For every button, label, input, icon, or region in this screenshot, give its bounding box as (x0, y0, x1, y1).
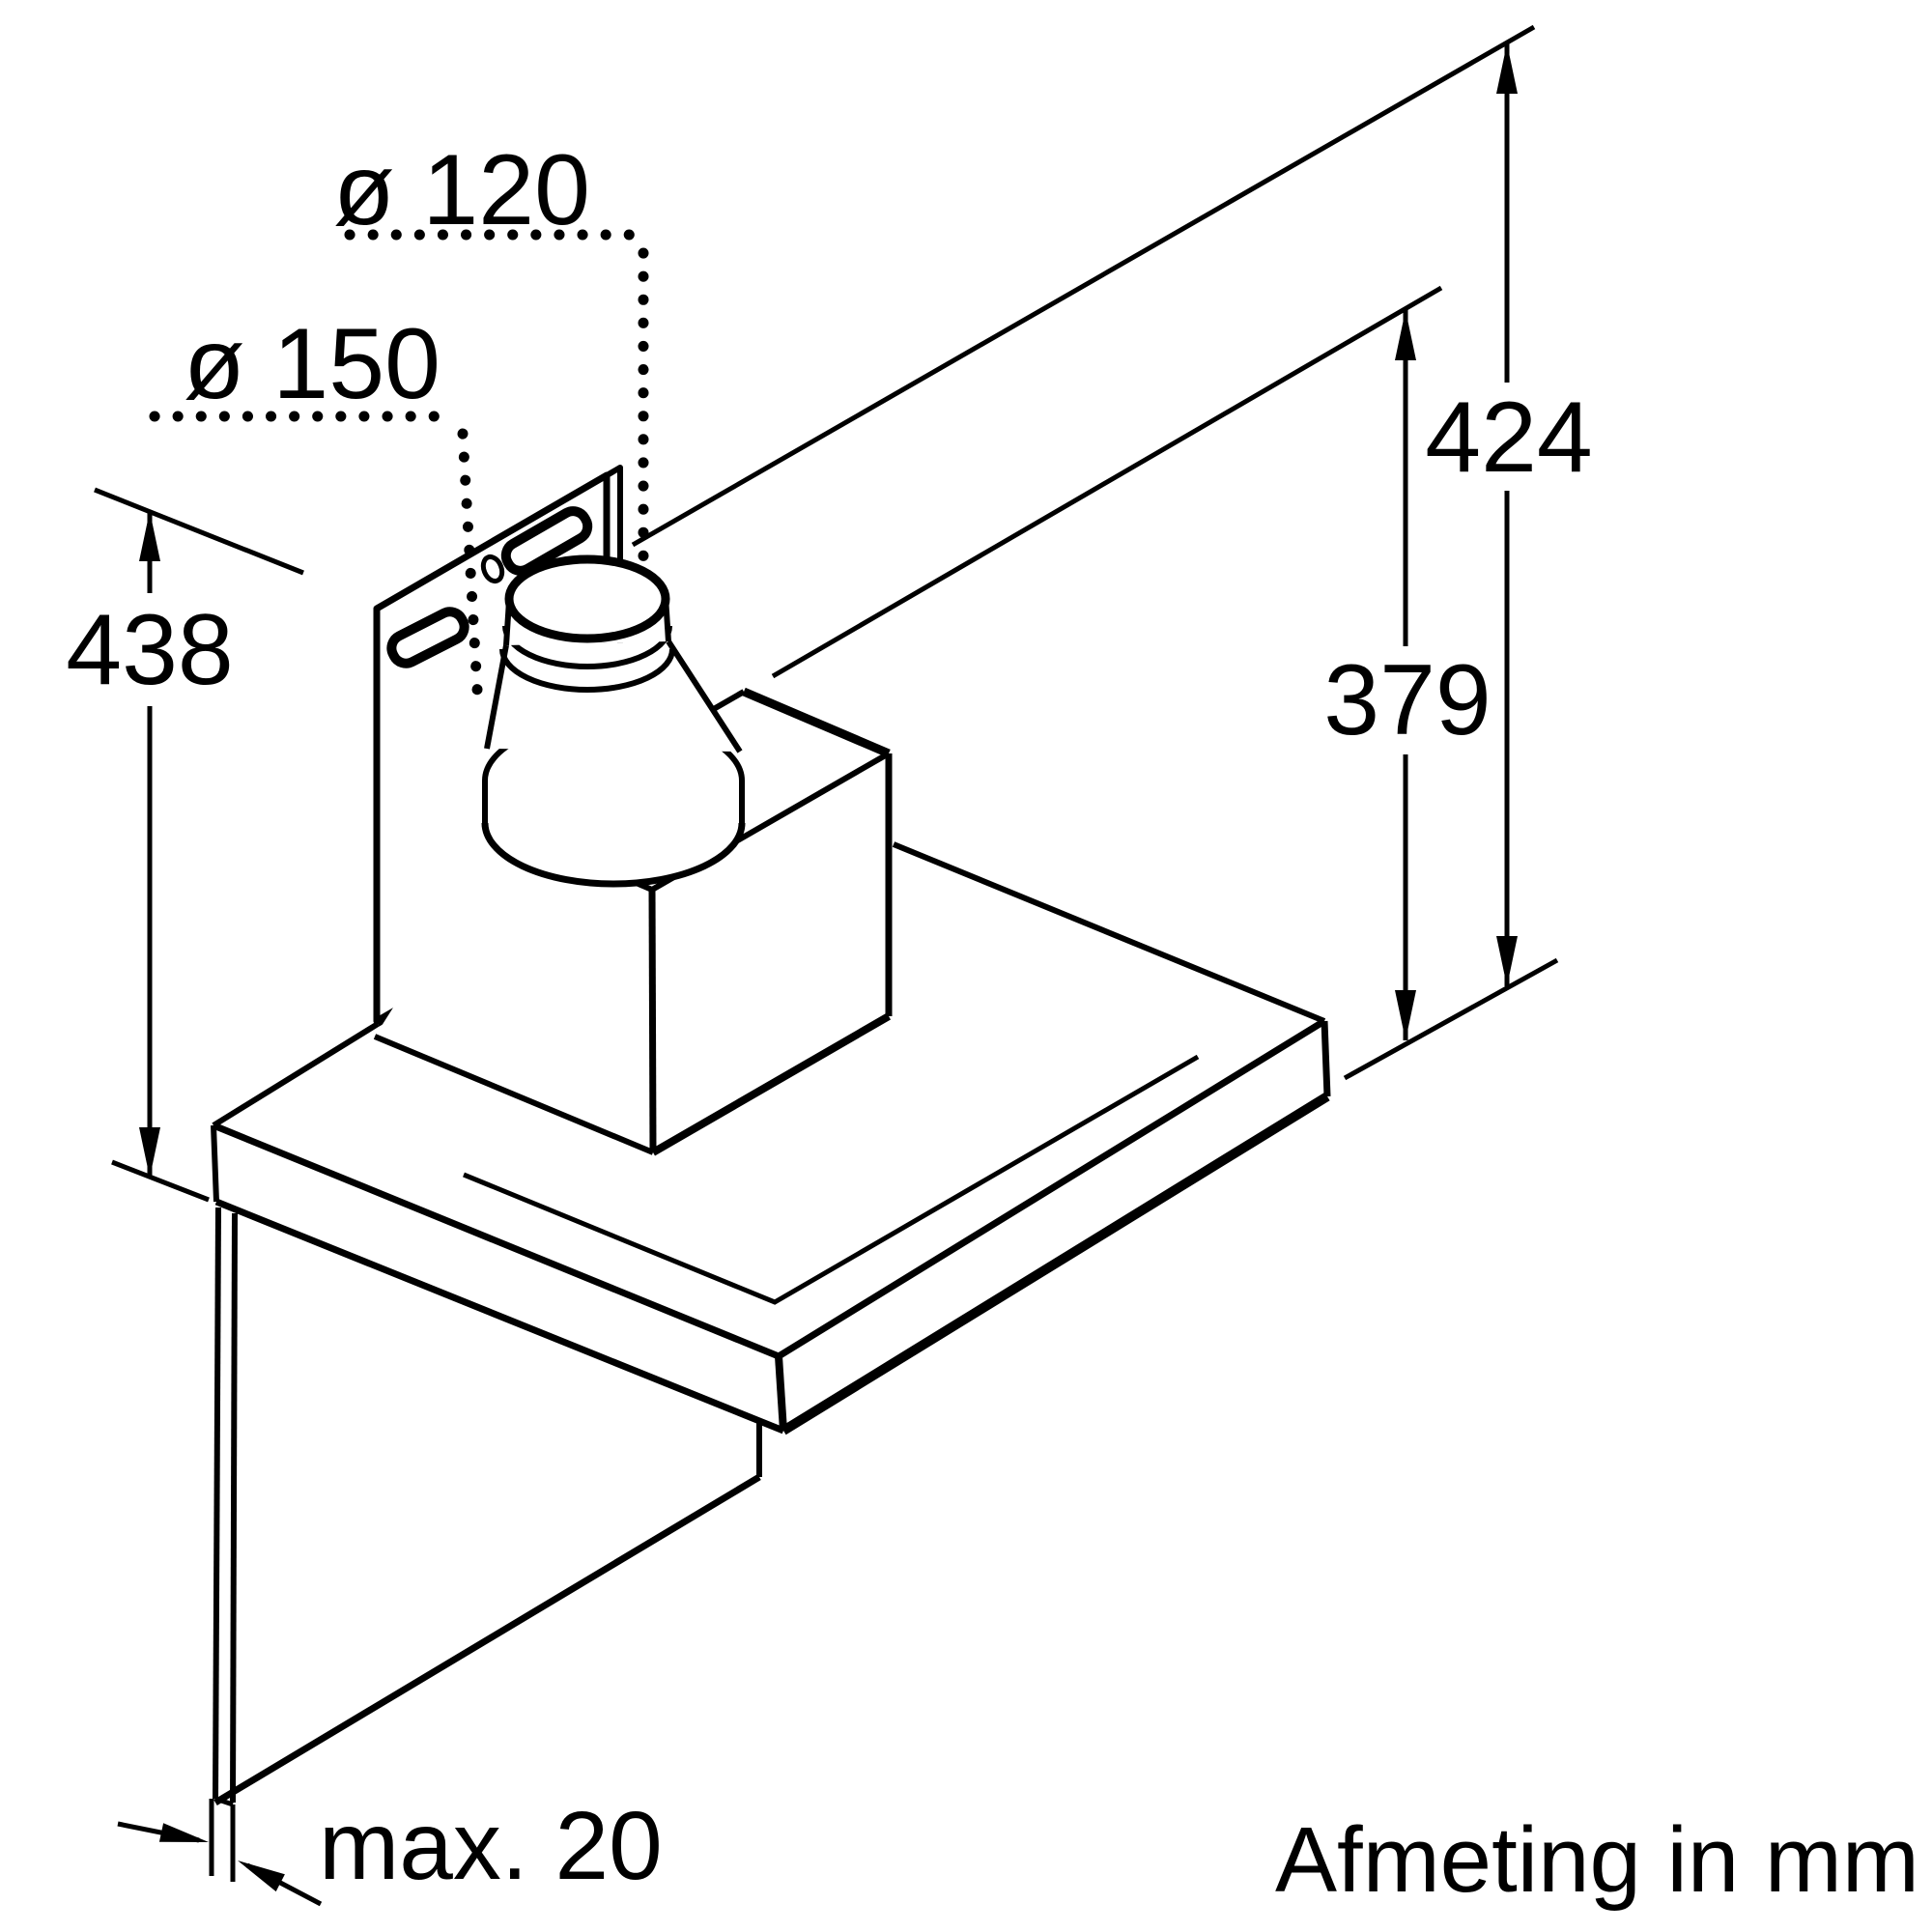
canopy-front-corner-edge (775, 1355, 787, 1432)
screen-fill (215, 1208, 759, 1804)
canopy-back-right-edge (892, 841, 1326, 1024)
dim-379: 379 (1323, 310, 1492, 1040)
cone-flare-fill (487, 641, 740, 752)
ext-line-379-top (771, 285, 1443, 679)
cone-ring-arc-lower (499, 648, 675, 693)
dim-duct-150-label: ø 150 (184, 308, 440, 420)
cone-base-bottom-arc (481, 822, 746, 888)
canopy-right-corner-edge (1321, 1020, 1331, 1097)
ext-line-right-bottom (1343, 957, 1559, 1081)
dim-379-label: 379 (1323, 644, 1492, 756)
units-caption: Afmeting in mm (1275, 1808, 1919, 1912)
dim-424-label: 424 (1425, 382, 1593, 494)
cone-flare-left-edge (484, 644, 509, 750)
chimney-screen (213, 1207, 762, 1807)
arrow-down-icon (1395, 990, 1416, 1040)
canopy-left-corner-edge (211, 1124, 219, 1203)
dim-max20-label: max. 20 (319, 1792, 663, 1900)
ext-line-424-top (631, 24, 1536, 548)
arrow-up-icon (1496, 43, 1518, 94)
box-front-vertical-edge (648, 889, 657, 1153)
dim-424: 424 (1425, 43, 1593, 986)
canopy-bottom-right-edge (781, 1092, 1330, 1435)
screen-left-inner-edge (230, 1212, 238, 1804)
dim-438: 438 (66, 511, 234, 1178)
dim-438-label: 438 (66, 594, 234, 706)
cone-base-band-fill (485, 781, 742, 884)
screen-bottom-edge (213, 1473, 761, 1806)
arrow-right-icon (158, 1823, 209, 1842)
screw-hole (480, 554, 505, 584)
arrow-down-icon (1496, 936, 1518, 986)
canopy-inner-frame-line (463, 1054, 1200, 1305)
ext-line-438-bottom (111, 1159, 210, 1203)
dim-duct-120-label: ø 120 (333, 134, 590, 246)
leader-lines (149, 229, 649, 712)
canopy-bottom-left-edge (214, 1198, 785, 1435)
box-left-fill (375, 828, 653, 1152)
screen-left-outer-edge (213, 1207, 221, 1800)
box-bottom-left-edge (373, 1034, 655, 1155)
extension-lines (94, 24, 1559, 1203)
leader-150-vertical (457, 428, 484, 712)
box-right-fill (652, 753, 889, 1152)
arrow-up-icon (1395, 310, 1416, 360)
mounting-slot-lower (386, 607, 469, 668)
box-bottom-right-edge (650, 1012, 892, 1156)
cone-flare-right-edge (666, 639, 743, 753)
dim-max20: max. 20 (117, 1792, 663, 1907)
canopy-back-left-edge (212, 1021, 380, 1128)
arrow-left-icon (238, 1861, 285, 1892)
box-top-back-right-edge (742, 687, 891, 758)
arrow-up-icon (139, 511, 160, 561)
mounting-slot-upper (500, 506, 593, 576)
arrow-down-icon (139, 1127, 160, 1178)
cone-top-opening (504, 554, 670, 643)
duct-adapter-cone (481, 554, 746, 888)
ext-line-438-top (94, 487, 304, 576)
